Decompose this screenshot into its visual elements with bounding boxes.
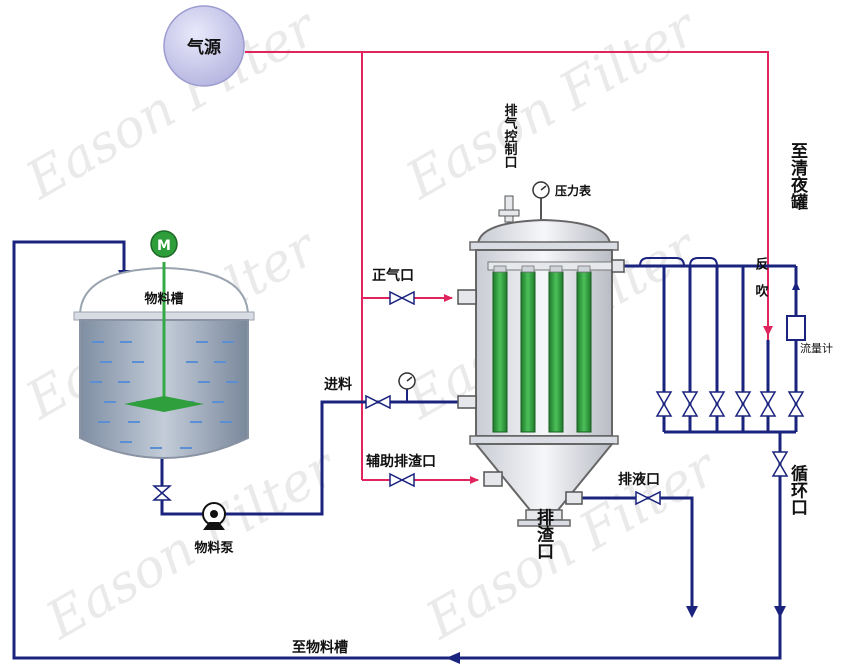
feed-pressure-gauge	[398, 372, 416, 402]
feed-label: 进料	[324, 376, 352, 393]
positive-air-port-label: 正气口	[372, 267, 414, 284]
exhaust-control-label: 排气控制口	[502, 103, 518, 169]
flowmeter-label: 流量计	[800, 341, 833, 355]
material-tank-label: 物料槽	[144, 291, 183, 307]
branch-valve	[708, 391, 726, 417]
feed-nozzle	[457, 395, 477, 409]
filter-element	[576, 271, 592, 433]
inline-valves	[365, 290, 661, 506]
material-pump: 物料泵	[194, 502, 234, 556]
flowmeter-icon	[786, 315, 806, 341]
branch-valves	[655, 391, 805, 477]
filter-element	[548, 271, 564, 433]
positive-air-nozzle	[457, 289, 477, 305]
air-source: 气源	[163, 5, 245, 87]
liquid-drain-label: 排液口	[618, 471, 660, 488]
header-loops	[639, 257, 718, 267]
air-source-label: 气源	[186, 37, 221, 58]
material-tank: M 物料槽	[73, 230, 255, 459]
drain-arrow-icon	[686, 606, 698, 618]
return-arrow-icon	[446, 652, 460, 664]
liquid-ripples	[90, 341, 238, 449]
feed-valve	[365, 394, 391, 410]
to-clear-tank-label: 至清夜罐	[787, 142, 809, 211]
branch-valve	[787, 391, 805, 417]
circulation-arrow-icon	[774, 606, 786, 618]
filter-vessel	[457, 181, 625, 527]
liquid-drain-pipe	[572, 496, 694, 612]
air-main-line	[245, 51, 769, 340]
pressure-gauge-label: 压力表	[555, 183, 592, 198]
drain-nozzle	[565, 491, 583, 505]
return-loop-pipe	[12, 240, 782, 660]
circulation-valve	[771, 451, 789, 477]
drain-valve	[635, 490, 661, 506]
aux-slag-valve	[389, 472, 415, 488]
filter-element	[520, 271, 536, 433]
watermark: Eason Filter	[36, 436, 349, 651]
aux-slag-nozzle	[483, 471, 503, 487]
backflush-arrow-icon	[763, 326, 773, 336]
filter-element	[492, 271, 508, 433]
watermark: Eason Filter	[396, 0, 709, 212]
filtrate-outlet-nozzle	[611, 259, 625, 273]
tank-outlet-valve	[152, 485, 172, 501]
circulation-port-label: 循环口	[787, 463, 808, 515]
branch-valve	[655, 391, 673, 417]
branch-valve	[681, 391, 699, 417]
diagram-labels: 正气口 进料 辅助排渣口 排液口 压力表 流量计 至物料槽 排气控制口 排渣口 …	[292, 103, 833, 656]
to-material-tank-label: 至物料槽	[292, 639, 348, 656]
backflush-label: 反吹	[753, 256, 769, 311]
aux-slag-port-label: 辅助排渣口	[366, 453, 436, 470]
positive-air-valve	[389, 290, 415, 306]
branch-valve	[759, 391, 777, 417]
branch-valve	[734, 391, 752, 417]
motor-icon	[150, 230, 178, 258]
slag-outlet-label: 排渣口	[533, 507, 554, 559]
material-pump-label: 物料泵	[194, 540, 233, 556]
motor-label: M	[157, 238, 171, 254]
agitator-blade	[124, 396, 204, 412]
